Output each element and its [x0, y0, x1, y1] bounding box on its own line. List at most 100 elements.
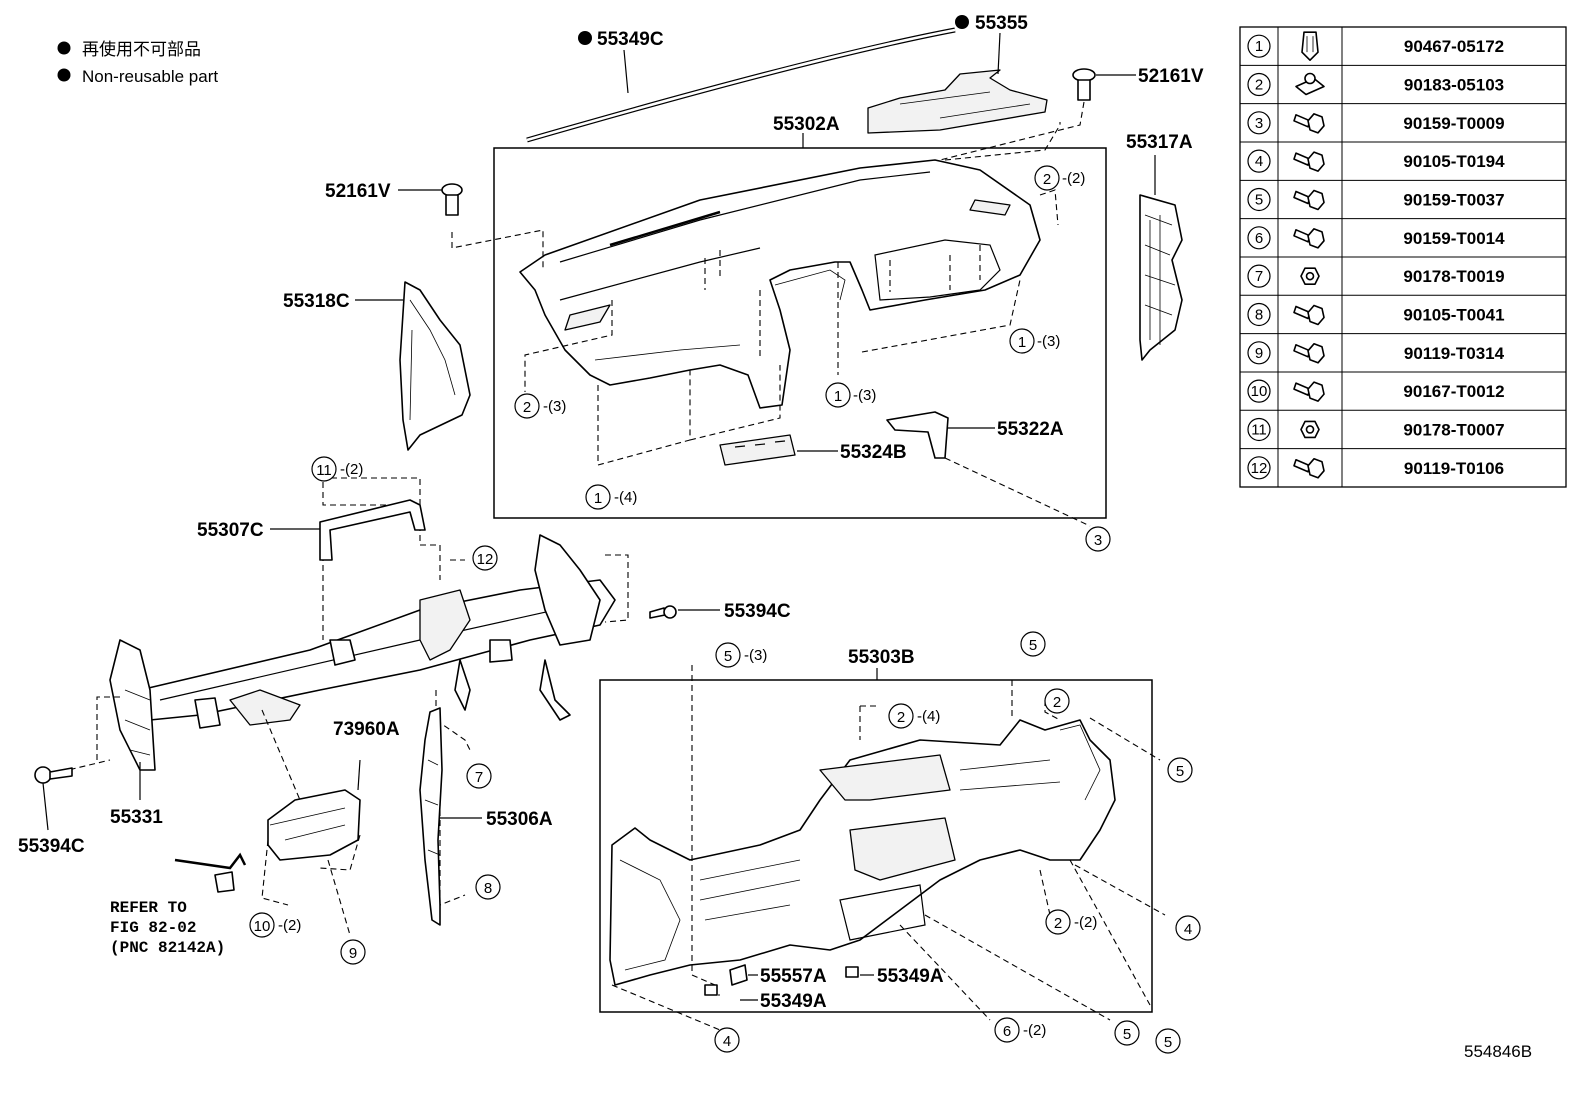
callout-5-3: 5 -(3)	[715, 642, 767, 668]
part-55394C-right: 55394C	[649, 601, 791, 622]
label-52161V-top: 52161V	[1138, 66, 1204, 87]
part-number: 90105-T0194	[1403, 152, 1505, 171]
callout-11-2: 11 -(2)	[311, 456, 363, 482]
label-55557A: 55557A	[760, 966, 827, 987]
screw-icon	[1293, 381, 1325, 402]
svg-text:-(2): -(2)	[1062, 170, 1085, 187]
svg-text:-(3): -(3)	[853, 387, 876, 404]
row-number-badge	[1247, 187, 1271, 212]
svg-text:1: 1	[594, 490, 602, 507]
label-55318C: 55318C	[283, 291, 350, 312]
row-number: 9	[1255, 345, 1263, 362]
callout-1-3: 1 -(3)	[1009, 328, 1060, 354]
svg-text:5: 5	[724, 648, 732, 665]
group-box-55303B	[599, 679, 1153, 1013]
nut-icon	[1300, 267, 1320, 285]
row-number: 8	[1255, 306, 1263, 323]
ref-line-1: REFER TO	[110, 899, 187, 917]
callout-6-2: 6 -(2)	[994, 1017, 1046, 1043]
svg-text:-(2): -(2)	[1074, 914, 1097, 931]
part-number: 90183-05103	[1404, 75, 1504, 94]
part-number: 90178-T0007	[1403, 420, 1504, 439]
row-number: 12	[1251, 460, 1268, 477]
row-number-badge	[1247, 111, 1271, 135]
label-73960A: 73960A	[333, 719, 400, 740]
svg-text:5: 5	[1164, 1034, 1172, 1051]
callout-12: 12	[472, 545, 498, 571]
svg-text:3: 3	[1094, 532, 1102, 549]
svg-text:8: 8	[484, 880, 492, 897]
row-number-badge	[1247, 72, 1271, 97]
callout-10-2: 10 -(2)	[249, 912, 301, 938]
row-number: 6	[1255, 230, 1263, 247]
callout-7: 7	[466, 763, 492, 789]
screw-icon	[1293, 228, 1325, 249]
callout-4a: 4	[1175, 915, 1201, 941]
bolt-icon	[1293, 304, 1325, 326]
bolt-icon	[1293, 457, 1325, 479]
legend-en: Non-reusable part	[82, 67, 218, 86]
callout-1-4: 1 -(4)	[585, 484, 637, 510]
row-number-badge	[1247, 417, 1271, 442]
nut-icon	[1300, 420, 1320, 439]
row-number-badge	[1247, 34, 1271, 58]
part-55302A-instrument-panel	[519, 159, 1041, 409]
part-dash-reinforcement	[109, 534, 616, 771]
row-number-badge	[1247, 226, 1271, 250]
svg-text:11: 11	[316, 462, 332, 479]
svg-text:5: 5	[1029, 637, 1037, 654]
part-55303B-lower-panel	[609, 719, 1116, 986]
reference-wire: REFER TO FIG 82-02 (PNC 82142A)	[110, 852, 247, 957]
label-55307C: 55307C	[197, 520, 264, 541]
callout-4b: 4	[714, 1027, 740, 1053]
svg-text:12: 12	[477, 551, 494, 568]
callout-8: 8	[475, 874, 501, 900]
non-reusable-marker-icon	[57, 41, 71, 55]
part-52161V-top: 52161V	[939, 66, 1204, 161]
row-number-badge	[1247, 149, 1271, 173]
part-52161V-left: 52161V	[325, 181, 463, 216]
screw-icon	[1293, 189, 1325, 211]
callout-5d: 5	[1155, 1028, 1181, 1054]
part-55355: 55355	[867, 13, 1048, 134]
row-number: 7	[1255, 268, 1263, 285]
nut-clip-icon	[1295, 72, 1325, 96]
svg-text:5: 5	[1176, 763, 1184, 780]
part-number: 90167-T0012	[1403, 382, 1504, 401]
part-55349A-a: 55349A	[845, 966, 944, 987]
row-number: 2	[1255, 76, 1263, 93]
callout-1-3b: 1 -(3)	[825, 382, 876, 408]
svg-text:-(4): -(4)	[614, 489, 637, 506]
ref-line-2: FIG 82-02	[110, 919, 196, 937]
row-number-badge	[1247, 456, 1271, 480]
part-number: 90159-T0009	[1403, 114, 1504, 133]
svg-text:-(3): -(3)	[543, 398, 566, 415]
legend-jp: 再使用不可部品	[82, 39, 201, 59]
svg-text:1: 1	[834, 388, 842, 405]
svg-text:-(2): -(2)	[1023, 1022, 1046, 1039]
label-55349A-b: 55349A	[760, 991, 827, 1012]
illustration-id: 554846B	[1464, 1042, 1532, 1061]
part-55324B: 55324B	[719, 434, 907, 466]
label-55317A: 55317A	[1126, 132, 1193, 153]
svg-text:-(4): -(4)	[917, 708, 940, 725]
clip-icon	[1301, 31, 1319, 61]
row-number-badge	[1247, 379, 1271, 403]
part-55318C: 55318C	[283, 281, 471, 451]
callout-5a: 5	[1020, 631, 1046, 657]
part-number: 90467-05172	[1404, 37, 1504, 56]
table-row: 2 90183-05103	[1240, 64, 1566, 97]
label-55394C-left: 55394C	[18, 836, 85, 857]
svg-text:10: 10	[254, 918, 271, 935]
label-55349A-a: 55349A	[877, 966, 944, 987]
part-number: 90159-T0037	[1403, 190, 1504, 209]
label-52161V-left: 52161V	[325, 181, 391, 202]
part-55331: 55331	[110, 762, 163, 828]
